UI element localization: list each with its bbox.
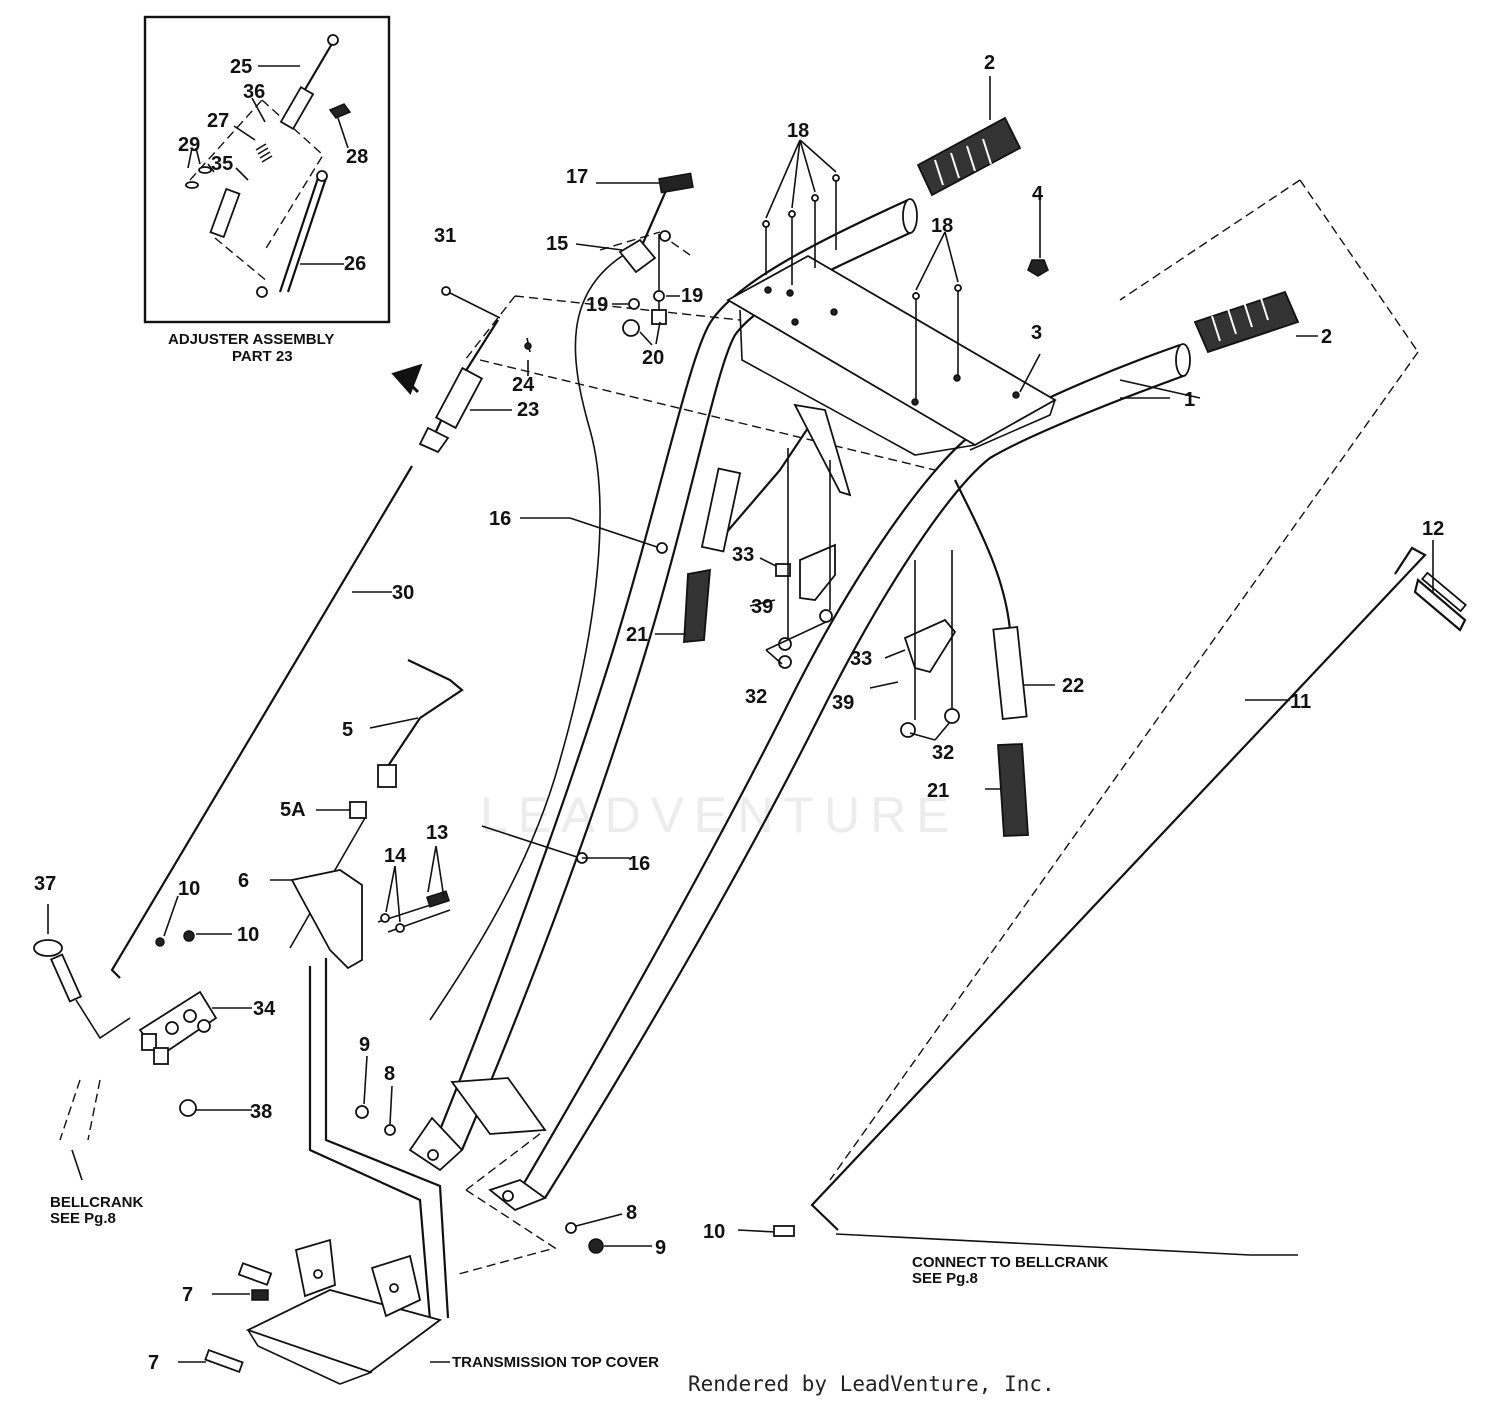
callout-18b: 18 (931, 215, 953, 237)
callout-15: 15 (546, 233, 568, 255)
callout-11: 11 (1290, 691, 1311, 713)
callout-27: 27 (207, 110, 229, 132)
callout-39a: 39 (751, 596, 773, 618)
callout-4: 4 (1032, 183, 1044, 205)
callout-32a: 32 (745, 686, 767, 708)
handlebar-frame (408, 198, 1191, 1212)
callout-20: 20 (642, 347, 664, 369)
callout-31: 31 (434, 225, 456, 247)
callout-3: 3 (1031, 322, 1042, 344)
note-connect: CONNECT TO BELLCRANK (912, 1254, 1109, 1271)
callout-14: 14 (384, 845, 407, 867)
callout-35: 35 (211, 153, 233, 175)
callout-16a: 16 (489, 508, 511, 530)
callout-25: 25 (230, 56, 252, 78)
nuts-19-20 (612, 290, 680, 346)
callout-37: 37 (34, 873, 56, 895)
callout-12: 12 (1422, 518, 1444, 540)
adjuster-inset (143, 15, 391, 324)
callout-10c: 10 (703, 1221, 725, 1243)
note-transmission: TRANSMISSION TOP COVER (452, 1354, 659, 1371)
callout-29: 29 (178, 134, 200, 156)
bracket-6 (270, 869, 450, 1321)
callout-2a: 2 (984, 52, 995, 74)
callout-1: 1 (1184, 389, 1195, 411)
callout-34: 34 (253, 998, 276, 1020)
transmission-cover (245, 1238, 450, 1385)
callout-18a: 18 (787, 120, 809, 142)
callout-17: 17 (566, 166, 588, 188)
callout-6: 6 (238, 870, 249, 892)
note-bellcrank-page: SEE Pg.8 (50, 1210, 116, 1227)
screws-18 (762, 139, 962, 400)
callout-33b: 33 (850, 648, 872, 670)
callout-24: 24 (512, 374, 535, 396)
cable-16 (429, 249, 668, 1021)
callout-10b: 10 (237, 924, 259, 946)
bellcrank-parts (33, 904, 252, 1181)
callout-10a: 10 (178, 878, 200, 900)
callout-36: 36 (243, 81, 265, 103)
callout-22: 22 (1062, 675, 1084, 697)
callout-2b: 2 (1321, 326, 1332, 348)
inset-title: ADJUSTER ASSEMBLY (168, 331, 334, 348)
screws-7 (178, 1262, 273, 1374)
note-bellcrank: BELLCRANK (50, 1194, 143, 1211)
callout-9b: 9 (655, 1237, 666, 1259)
washers-8-9 (355, 1055, 652, 1276)
callout-7a: 7 (182, 1284, 193, 1306)
callout-38: 38 (250, 1101, 272, 1123)
callout-39b: 39 (832, 692, 854, 714)
callout-30: 30 (392, 582, 414, 604)
rod-11 (810, 540, 1467, 1231)
lever-left (655, 403, 852, 669)
callout-5a: 5A (280, 799, 306, 821)
callout-33a: 33 (732, 544, 754, 566)
callout-8b: 8 (626, 1202, 637, 1224)
bolts-13-14 (377, 845, 451, 933)
callout-19a: 19 (586, 294, 608, 316)
callout-21a: 21 (626, 624, 648, 646)
callout-19b: 19 (681, 285, 703, 307)
callout-13: 13 (426, 822, 448, 844)
lever-17 (575, 172, 694, 315)
callout-16b: 16 (628, 853, 650, 875)
note-connect-page: SEE Pg.8 (912, 1270, 978, 1287)
footer-credit: Rendered by LeadVenture, Inc. (688, 1372, 1055, 1396)
control-panel (726, 254, 1057, 456)
callout-8a: 8 (384, 1063, 395, 1085)
callout-28: 28 (346, 146, 368, 168)
callout-7b: 7 (148, 1352, 159, 1374)
lever-right (869, 479, 1055, 837)
washers-10-left (155, 895, 232, 947)
shift-lever-5 (289, 659, 464, 949)
washer-10-right (737, 1225, 795, 1237)
rod-30 (110, 465, 413, 979)
inset-subtitle: PART 23 (232, 348, 293, 365)
callout-26: 26 (344, 253, 366, 275)
adjuster-23 (418, 286, 532, 454)
callout-9a: 9 (359, 1034, 370, 1056)
callout-32b: 32 (932, 742, 954, 764)
arrow-icon (391, 363, 423, 395)
callout-5: 5 (342, 719, 353, 741)
callout-21b: 21 (927, 780, 949, 802)
callout-23: 23 (517, 399, 539, 421)
handle-grips (916, 116, 1300, 354)
